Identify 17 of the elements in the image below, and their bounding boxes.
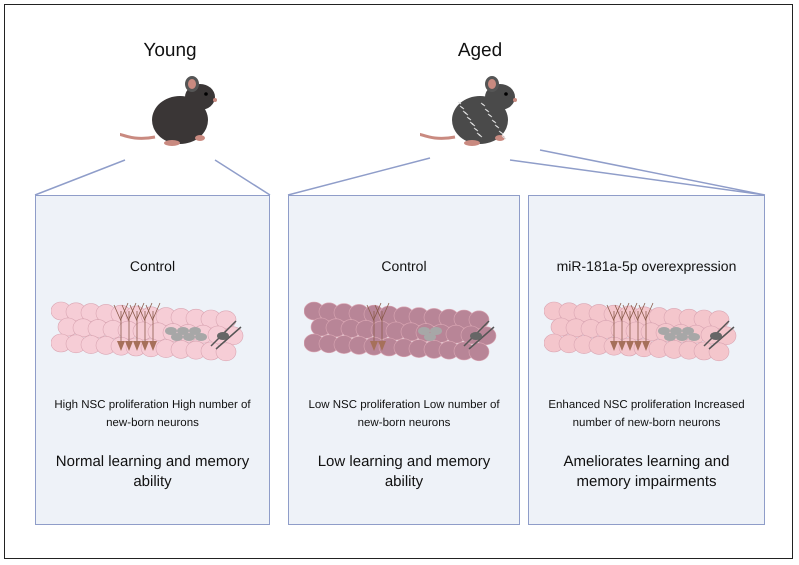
condition-label: Control xyxy=(380,258,428,274)
zoom-line xyxy=(34,159,271,196)
outcome-text: Normal learning and memory ability xyxy=(54,452,250,492)
condition-panel xyxy=(35,195,270,525)
outcome-text: Ameliorates learning and memory impairments xyxy=(562,452,730,492)
zoom-line xyxy=(288,157,430,196)
outcome-text: Low learning and memory ability xyxy=(316,452,492,492)
condition-panel xyxy=(288,195,520,525)
condition-label: Control xyxy=(128,258,176,274)
condition-panel xyxy=(528,195,765,525)
condition-label: miR-181a-5p overexpression xyxy=(556,258,738,274)
zoom-line xyxy=(509,149,766,196)
finding-text: Enhanced NSC proliferation Increased number of new-born neurons xyxy=(547,398,746,431)
finding-text: High NSC proliferation High number of new-born neurons xyxy=(53,398,252,431)
group-heading: Aged xyxy=(456,40,504,62)
finding-text: Low NSC proliferation Low number of new-born neurons xyxy=(307,398,501,431)
group-heading: Young xyxy=(142,40,198,62)
